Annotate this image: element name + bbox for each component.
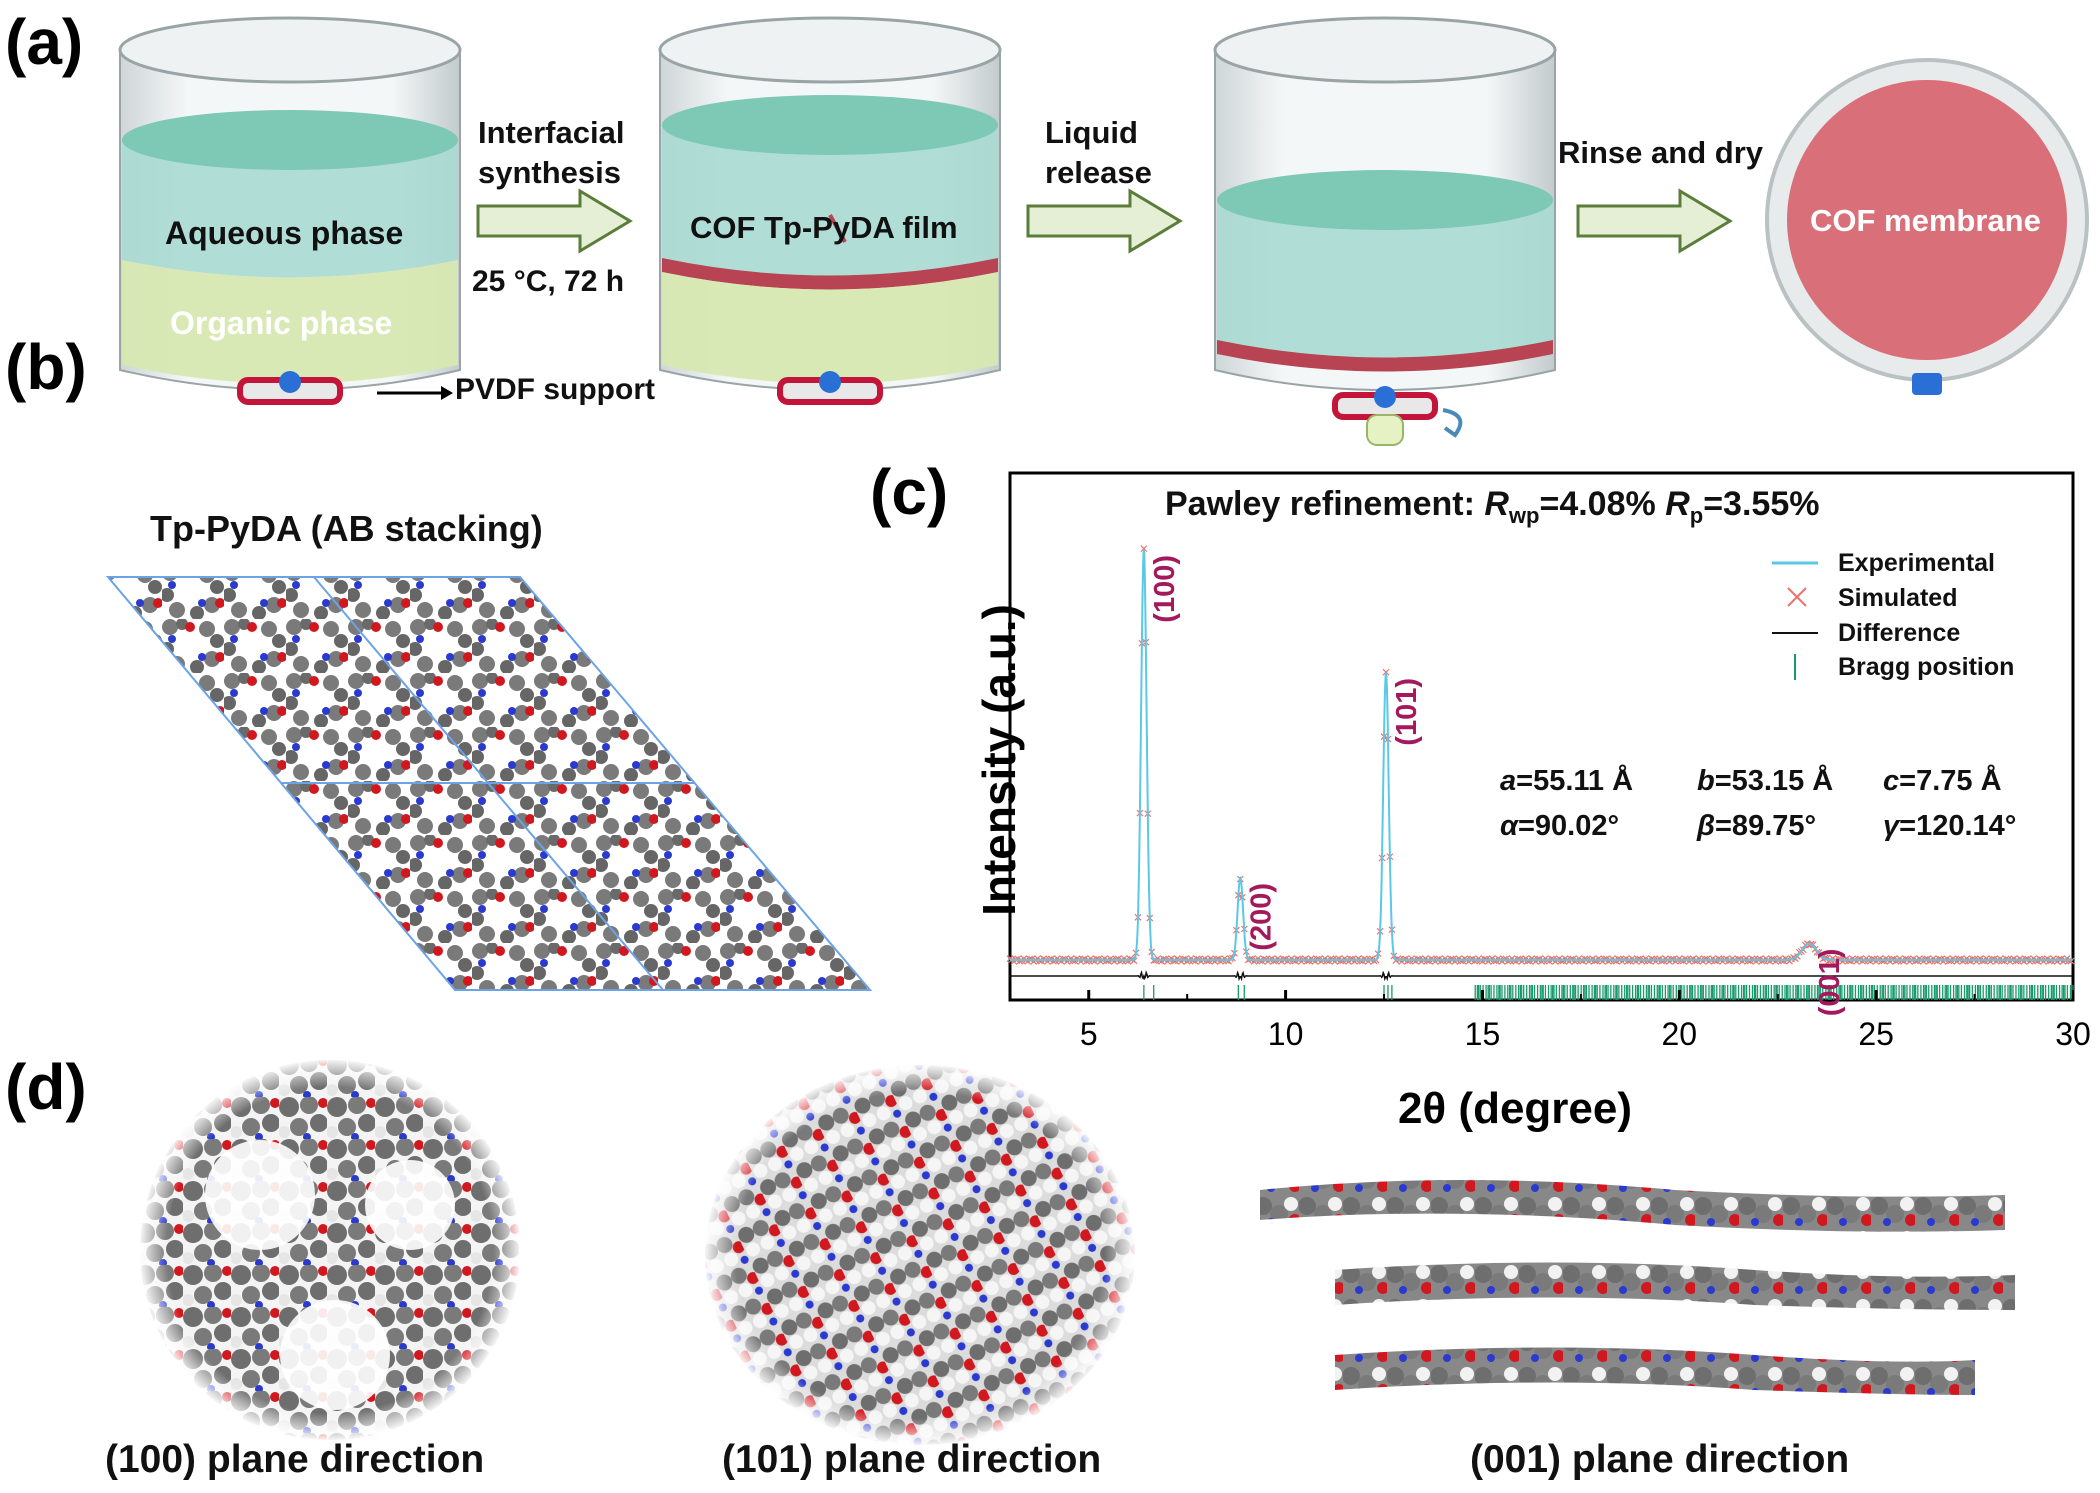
experimental-line xyxy=(1010,549,2073,961)
step2-label-line1: Liquid xyxy=(1045,115,1138,150)
simulated-marker xyxy=(1150,957,1158,964)
param-b-value: =53.15 Å xyxy=(1714,765,1834,797)
x-tick-label: 10 xyxy=(1268,1016,1304,1052)
x-tick-label: 25 xyxy=(1858,1016,1894,1052)
param-beta-value: =89.75° xyxy=(1715,810,1817,842)
plane-100-illustration xyxy=(138,1058,522,1442)
rp-label: R xyxy=(1665,485,1690,523)
rwp-value: =4.08% xyxy=(1539,485,1666,523)
param-alpha-value: =90.02° xyxy=(1517,810,1620,842)
x-tick-label: 20 xyxy=(1661,1016,1697,1052)
step2-label-line2: release xyxy=(1045,155,1152,190)
rwp-sub: wp xyxy=(1508,502,1540,528)
x-tick-label: 15 xyxy=(1465,1016,1501,1052)
plane-001-illustration xyxy=(1260,1180,2015,1395)
step1-arrow-icon xyxy=(476,188,633,254)
cof-membrane-illustration xyxy=(1765,58,2089,395)
pawley-prefix: Pawley refinement: xyxy=(1165,485,1485,523)
param-a-value: =55.11 Å xyxy=(1516,765,1634,797)
difference-line xyxy=(1010,969,2073,982)
structure-title: Tp-PyDA (AB stacking) xyxy=(150,508,543,549)
legend-simulated: Simulated xyxy=(1838,584,1958,612)
rp-sub: p xyxy=(1689,502,1704,528)
simulated-marker xyxy=(1244,956,1252,964)
peak-label-0: (100) xyxy=(1149,555,1181,623)
caption-001: (001) plane direction xyxy=(1470,1438,1850,1481)
panel-label-b: (b) xyxy=(5,331,87,403)
param-b: b=53.15 Å xyxy=(1697,765,1834,797)
simulated-marker xyxy=(1130,957,1138,965)
step2-arrow-icon xyxy=(1026,188,1183,254)
beaker-3-illustration xyxy=(1213,16,1557,446)
step1-label-line1: Interfacial xyxy=(478,115,625,150)
cof-film-label: COF Tp-PyDA film xyxy=(690,210,958,245)
param-alpha: α=90.02° xyxy=(1500,810,1620,842)
organic-phase-label: Organic phase xyxy=(170,305,393,341)
panel-label-a: (a) xyxy=(5,6,84,78)
param-gamma-value: =120.14° xyxy=(1899,810,2017,842)
peak-label-1: (200) xyxy=(1245,883,1277,951)
step1-label-line2: synthesis xyxy=(478,155,622,190)
step3-arrow-icon xyxy=(1576,188,1733,254)
rwp-label: R xyxy=(1484,485,1509,523)
param-a: a=55.11 Å xyxy=(1500,765,1634,797)
beaker-2-illustration xyxy=(658,16,1002,405)
step3-label: Rinse and dry xyxy=(1558,135,1763,170)
peak-label-2: (101) xyxy=(1391,678,1423,746)
simulated-marker xyxy=(1382,668,1390,676)
simulated-marker xyxy=(1140,545,1148,553)
x-tick-label: 5 xyxy=(1080,1016,1098,1052)
param-beta: β=89.75° xyxy=(1697,810,1817,842)
aqueous-phase-label: Aqueous phase xyxy=(165,215,404,251)
legend-experimental: Experimental xyxy=(1838,549,1996,577)
step1-condition: 25 °C, 72 h xyxy=(472,265,625,298)
plane-101-illustration xyxy=(703,1063,1137,1447)
xrd-chart: Intensity (a.u.) 2θ (degree) (100) (200) (… xyxy=(973,471,2091,1133)
x-tick-label: 30 xyxy=(2055,1016,2091,1052)
param-c: c=7.75 Å xyxy=(1883,765,2002,797)
x-axis-label: 2θ (degree) xyxy=(1398,1084,1632,1133)
caption-100: (100) plane direction xyxy=(105,1438,485,1481)
param-gamma: γ=120.14° xyxy=(1883,810,2017,842)
legend-bragg: Bragg position xyxy=(1838,653,2015,681)
peak-label-3: (001) xyxy=(1814,949,1846,1017)
legend-swatch-bragg xyxy=(1794,654,1796,680)
tp-pyda-lattice-illustration xyxy=(105,576,873,991)
beaker-1-illustration xyxy=(118,16,462,405)
panel-label-c: (c) xyxy=(870,456,949,528)
legend-swatch-experimental xyxy=(1772,561,1818,565)
legend-difference: Difference xyxy=(1838,619,1961,647)
rp-value: =3.55% xyxy=(1703,485,1820,523)
pawley-title: Pawley refinement: Rwp=4.08% Rp=3.55% xyxy=(1165,485,1819,529)
pvdf-support-label: PVDF support xyxy=(455,373,655,406)
cof-membrane-label: COF membrane xyxy=(1810,203,2041,238)
pvdf-pointer-icon xyxy=(377,386,453,400)
param-c-value: =7.75 Å xyxy=(1899,765,2002,797)
caption-101: (101) plane direction xyxy=(722,1438,1102,1481)
panel-label-d: (d) xyxy=(5,1051,87,1123)
legend-swatch-simulated xyxy=(1787,587,1807,607)
y-axis-label: Intensity (a.u.) xyxy=(973,604,1025,916)
legend-swatch-difference xyxy=(1772,632,1818,634)
